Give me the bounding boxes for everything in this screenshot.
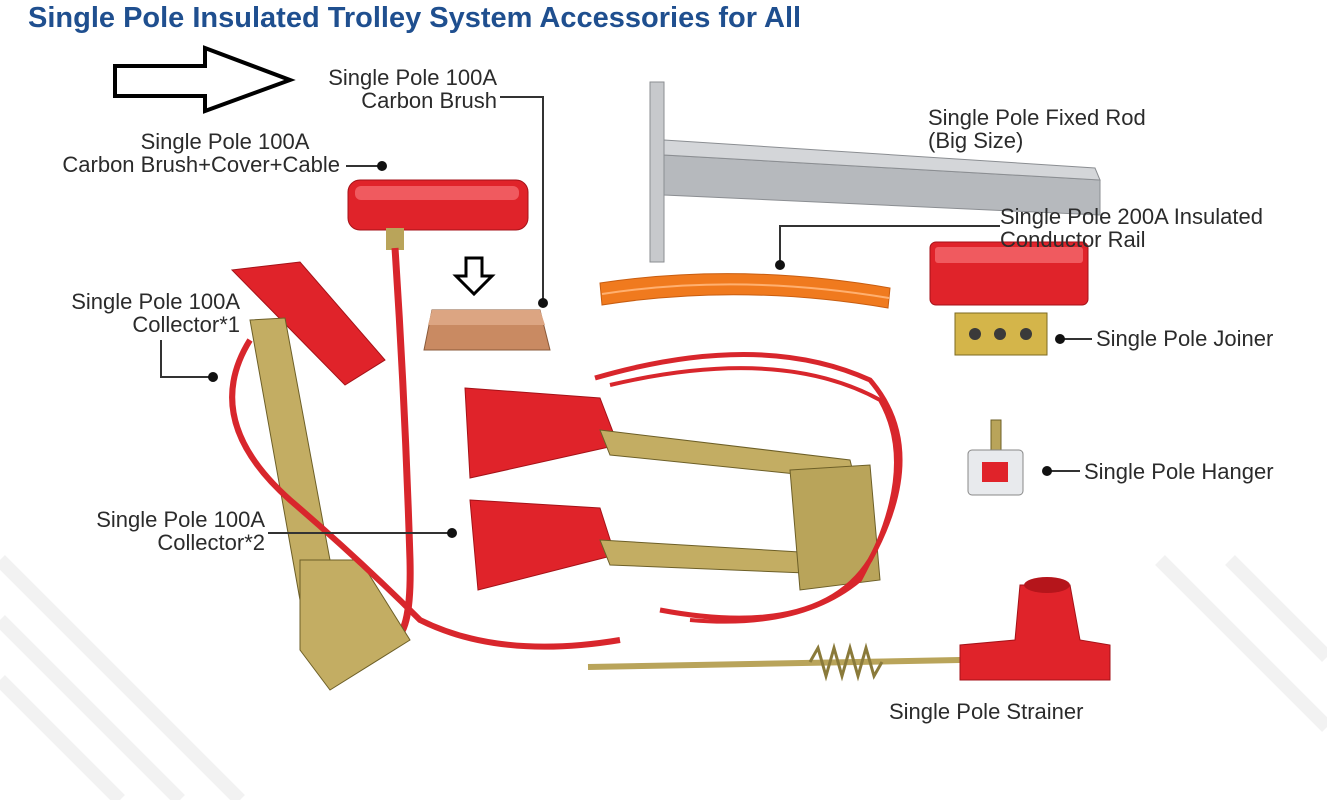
label-joiner: Single Pole Joiner (1096, 326, 1274, 351)
page-title: Single Pole Insulated Trolley System Acc… (28, 2, 802, 34)
label-line: Carbon Brush (361, 88, 497, 113)
pointer-arrow-icon (113, 45, 296, 114)
label-collector-1: Single Pole 100A Collector*1 (40, 290, 240, 336)
label-line: Carbon Brush+Cover+Cable (62, 152, 340, 177)
leader-lines (160, 96, 1092, 534)
background-stripes (0, 555, 1327, 800)
label-fixed-rod: Single Pole Fixed Rod (Big Size) (928, 106, 1146, 152)
conductor-rail-image (599, 273, 891, 309)
label-line: Conductor Rail (1000, 227, 1146, 252)
label-line: Collector*2 (157, 530, 265, 555)
label-conductor-rail: Single Pole 200A Insulated Conductor Rai… (1000, 205, 1263, 251)
collector-1-image (229, 261, 621, 691)
fixed-rod-image (649, 81, 1101, 263)
label-line: (Big Size) (928, 128, 1024, 153)
label-strainer: Single Pole Strainer (889, 699, 1084, 724)
leader-dots (208, 161, 1065, 538)
label-collector-2: Single Pole 100A Collector*2 (60, 508, 265, 554)
label-line: Single Pole Fixed Rod (928, 105, 1146, 130)
strainer-image (587, 577, 1111, 682)
label-line: Single Pole 100A (96, 507, 265, 532)
down-arrow-icon (452, 256, 496, 297)
carbon-brush-image (423, 309, 551, 351)
label-line: Collector*1 (132, 312, 240, 337)
collector-2-image (464, 352, 903, 624)
rail-cover-image (929, 241, 1089, 306)
label-line: Single Pole 200A Insulated (1000, 204, 1263, 229)
label-hanger: Single Pole Hanger (1084, 459, 1274, 484)
hanger-image (967, 419, 1024, 496)
joiner-image (954, 312, 1048, 356)
label-carbon-brush: Single Pole 100A Carbon Brush (300, 66, 497, 112)
label-line: Single Pole 100A (71, 289, 240, 314)
label-line: Single Pole 100A (328, 65, 497, 90)
label-line: Single Pole 100A (140, 129, 310, 154)
brush-cover-image (347, 179, 529, 644)
label-brush-cover-cable: Single Pole 100A Carbon Brush+Cover+Cabl… (20, 130, 340, 176)
